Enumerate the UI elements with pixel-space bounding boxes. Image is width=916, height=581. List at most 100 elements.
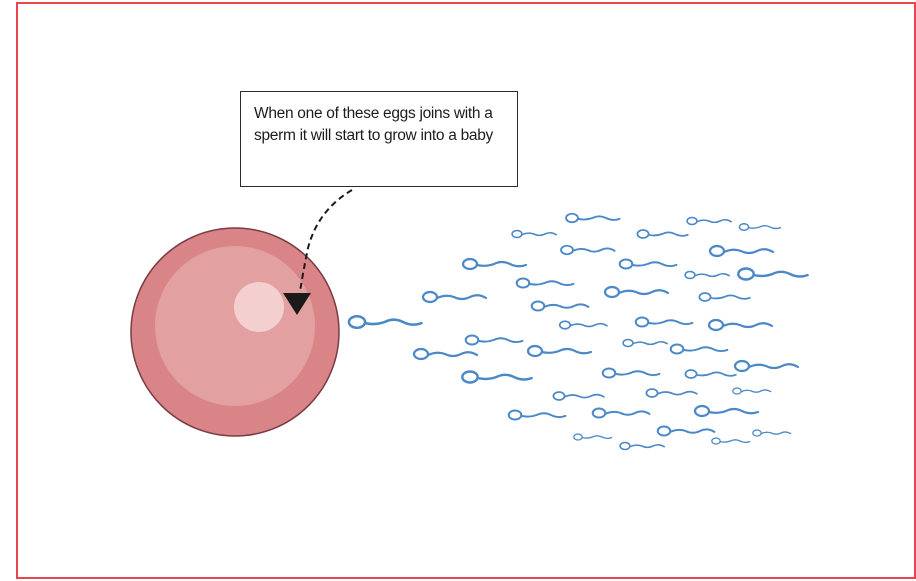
sperm-cell-icon <box>560 321 607 329</box>
sperm-tail <box>720 440 749 443</box>
sperm-cell-icon <box>349 316 421 328</box>
sperm-cell-icon <box>620 443 664 450</box>
sperm-tail <box>648 320 692 324</box>
sperm-head <box>699 293 710 301</box>
sperm-head <box>709 320 723 330</box>
sperm-head <box>605 287 619 297</box>
sperm-cell-icon <box>509 411 566 420</box>
sperm-tail <box>542 349 591 353</box>
sperm-head <box>712 438 720 444</box>
sperm-head <box>593 409 606 418</box>
sperm-cell-icon <box>603 369 660 378</box>
sperm-head <box>685 272 695 279</box>
sperm-head <box>423 292 437 302</box>
sperm-cell-icon <box>735 361 798 371</box>
sperm-cell-icon <box>699 293 749 301</box>
callout-box: When one of these eggs joins with a sper… <box>240 91 518 187</box>
sperm-cell-icon <box>620 260 677 269</box>
sperm-cell-icon <box>709 320 772 330</box>
sperm-head <box>463 259 477 269</box>
sperm-head <box>560 321 571 329</box>
sperm-tail <box>709 409 758 413</box>
sperm-tail <box>522 233 556 236</box>
sperm-tail <box>570 324 607 327</box>
sperm-tail <box>529 281 573 285</box>
sperm-tail <box>724 249 773 253</box>
sperm-cell-icon <box>517 279 574 288</box>
sperm-cell-icon <box>637 230 687 238</box>
sperm-head <box>532 302 545 311</box>
sperm-tail <box>521 413 565 417</box>
sperm-tail <box>761 432 790 434</box>
sperm-cell-icon <box>512 231 556 238</box>
sperm-cell-icon <box>462 372 531 383</box>
sperm-tail <box>615 371 659 375</box>
sperm-cell-icon <box>423 292 486 302</box>
sperm-head <box>687 218 697 225</box>
sperm-tail <box>649 232 688 235</box>
sperm-cell-icon <box>685 272 729 279</box>
sperm-cell-icon <box>566 214 620 223</box>
sperm-cell-icon <box>739 224 780 231</box>
sperm-tail <box>697 220 731 223</box>
sperm-cell-icon <box>658 427 715 436</box>
sperm-cell-icon <box>636 318 693 327</box>
sperm-cell-icon <box>710 246 773 256</box>
sperm-head <box>646 389 657 397</box>
sperm-tail <box>478 375 532 380</box>
sperm-head <box>636 318 649 327</box>
sperm-cell-icon <box>466 336 523 345</box>
egg-nucleus <box>234 282 284 332</box>
sperm-head <box>528 346 542 356</box>
callout-text: When one of these eggs joins with a sper… <box>254 103 510 147</box>
sperm-head <box>517 279 530 288</box>
sperm-head <box>658 427 671 436</box>
sperm-head <box>561 246 573 255</box>
sperm-head <box>733 388 741 394</box>
sperm-tail <box>477 262 526 266</box>
sperm-head <box>512 231 522 238</box>
sperm-tail <box>619 290 668 294</box>
sperm-tail <box>428 352 477 356</box>
sperm-tail <box>749 226 781 229</box>
sperm-cell-icon <box>593 409 650 418</box>
sperm-cell-icon <box>532 302 589 311</box>
sperm-head <box>753 430 761 436</box>
sperm-tail <box>695 274 729 277</box>
sperm-cell-icon <box>712 438 750 444</box>
sperm-head <box>637 230 648 238</box>
sperm-head <box>620 443 630 450</box>
sperm-head <box>623 340 633 347</box>
sperm-tail <box>605 411 649 414</box>
sperm-head <box>349 316 365 328</box>
sperm-cell-icon <box>414 349 477 359</box>
sperm-head <box>574 434 582 440</box>
sperm-tail <box>565 395 604 398</box>
sperm-tail <box>633 342 667 345</box>
egg-cytoplasm <box>155 246 315 406</box>
sperm-head <box>738 269 753 280</box>
sperm-head <box>466 336 479 345</box>
sperm-cell-icon <box>623 340 667 347</box>
sperm-swarm <box>349 214 808 450</box>
sperm-cell-icon <box>605 287 668 297</box>
sperm-tail <box>582 436 611 439</box>
sperm-tail <box>741 390 770 392</box>
sperm-cell-icon <box>528 346 591 356</box>
sperm-tail <box>723 323 772 327</box>
sperm-head <box>566 214 578 223</box>
sperm-tail <box>683 347 727 351</box>
sperm-head <box>739 224 748 231</box>
sperm-head <box>462 372 477 383</box>
sperm-tail <box>697 372 736 375</box>
sperm-head <box>685 370 696 378</box>
sperm-tail <box>544 304 588 307</box>
sperm-tail <box>578 216 620 220</box>
sperm-tail <box>630 445 664 448</box>
sperm-cell-icon <box>463 259 526 269</box>
sperm-tail <box>754 272 808 277</box>
sperm-cell-icon <box>753 430 791 436</box>
sperm-head <box>553 392 564 400</box>
sperm-cell-icon <box>646 389 696 397</box>
